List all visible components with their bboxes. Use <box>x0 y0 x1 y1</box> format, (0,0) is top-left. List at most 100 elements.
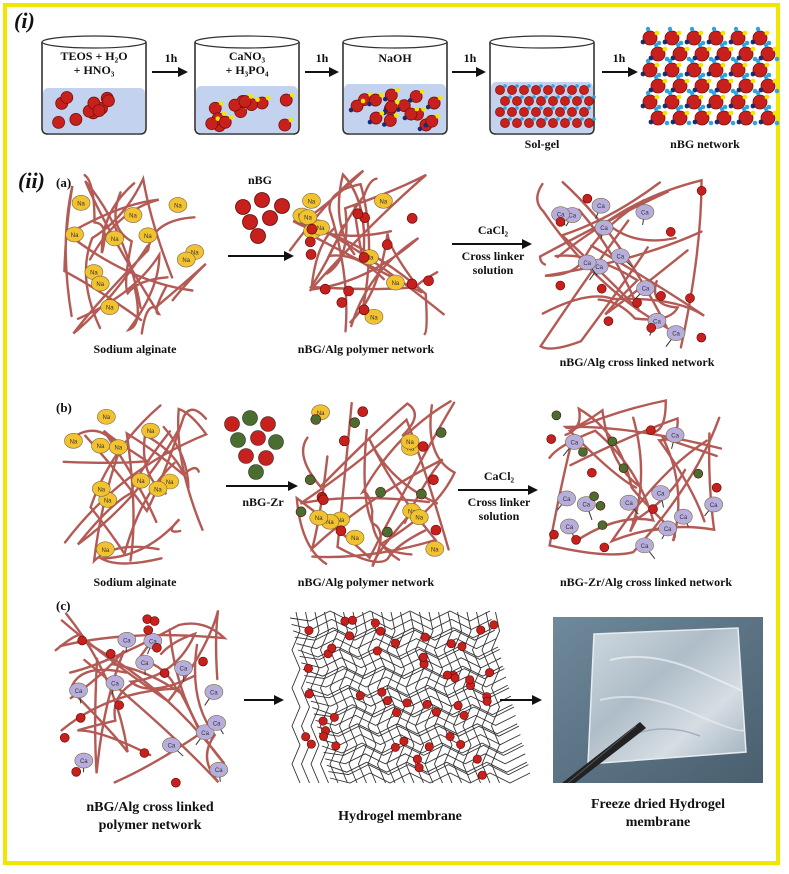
arrow-label-nbg: nBG <box>247 173 272 187</box>
svg-text:Na: Na <box>182 258 190 264</box>
svg-text:Na: Na <box>129 214 137 220</box>
svg-text:Ca: Ca <box>600 226 608 232</box>
beaker-2-reagents-line2: + H₃PO₄ <box>225 63 269 77</box>
label-nbg-alg-polymer-a: nBG/Alg polymer network <box>297 342 435 356</box>
svg-text:Ca: Ca <box>213 721 221 727</box>
svg-text:Na: Na <box>97 487 105 493</box>
step-time-2: 1h <box>315 51 329 65</box>
svg-text:Na: Na <box>102 548 110 554</box>
svg-text:Ca: Ca <box>617 255 625 261</box>
svg-text:Ca: Ca <box>75 689 83 695</box>
freeze-dried-membrane-photo <box>553 617 763 784</box>
svg-text:Na: Na <box>380 199 388 205</box>
beaker-4 <box>489 35 596 135</box>
step-time-1: 1h <box>164 51 178 65</box>
arrow-label-nbg-zr: nBG-Zr <box>242 495 284 509</box>
svg-text:Ca: Ca <box>641 544 649 550</box>
panel-label-a: (a) <box>56 175 72 190</box>
svg-text:Ca: Ca <box>563 497 571 503</box>
svg-text:Ca: Ca <box>111 681 119 687</box>
svg-text:Na: Na <box>115 446 123 452</box>
nbg-zr-particle-cluster <box>224 410 284 480</box>
svg-text:Na: Na <box>137 479 145 485</box>
svg-text:Ca: Ca <box>571 440 579 446</box>
beaker-1-reagents-line2: + HNO₃ <box>73 63 115 77</box>
figure-border <box>3 3 780 865</box>
svg-text:Ca: Ca <box>583 261 591 267</box>
svg-text:Na: Na <box>317 411 325 417</box>
nbg-network-graphic <box>640 26 780 126</box>
hydrogel-membrane-graphic <box>289 610 531 784</box>
sol-gel-label: Sol-gel <box>524 137 560 151</box>
svg-text:Na: Na <box>415 516 423 522</box>
svg-text:Na: Na <box>71 233 79 239</box>
panel-label-b: (b) <box>56 400 72 415</box>
svg-text:Ca: Ca <box>597 204 605 210</box>
svg-text:Ca: Ca <box>149 639 157 645</box>
svg-text:Ca: Ca <box>653 319 661 325</box>
svg-text:Na: Na <box>166 480 174 486</box>
svg-text:Na: Na <box>191 251 199 257</box>
svg-text:Ca: Ca <box>641 210 649 216</box>
svg-text:Na: Na <box>174 203 182 209</box>
arrow-label-cacl2-b: CaCl₂ <box>483 469 515 483</box>
arrow-label-crosslinker-b: Cross linker <box>467 495 531 509</box>
panel-label-c: (c) <box>56 598 71 613</box>
svg-text:Na: Na <box>315 516 323 522</box>
svg-text:Ca: Ca <box>680 515 688 521</box>
label-sodium-alginate-a: Sodium alginate <box>93 342 177 356</box>
nbg-particle-cluster <box>235 192 290 244</box>
svg-text:Na: Na <box>337 518 345 524</box>
svg-text:Na: Na <box>326 520 334 526</box>
beaker-3-reagent: NaOH <box>378 51 412 65</box>
svg-text:Ca: Ca <box>582 503 590 509</box>
svg-text:Ca: Ca <box>180 667 188 673</box>
svg-text:Ca: Ca <box>80 759 88 765</box>
svg-text:Ca: Ca <box>215 768 223 774</box>
svg-text:Na: Na <box>406 440 414 446</box>
svg-text:Na: Na <box>370 315 378 321</box>
svg-text:Ca: Ca <box>672 332 680 338</box>
beaker-2 <box>194 35 300 135</box>
svg-text:Ca: Ca <box>557 213 565 219</box>
svg-text:Na: Na <box>70 439 78 445</box>
svg-text:Na: Na <box>77 201 85 207</box>
svg-text:Na: Na <box>103 415 111 421</box>
svg-text:Ca: Ca <box>566 525 574 531</box>
svg-text:Na: Na <box>97 444 105 450</box>
step-time-3: 1h <box>463 51 477 65</box>
svg-text:Ca: Ca <box>625 501 633 507</box>
label-nbg-alg-crosslinked-a: nBG/Alg cross linked network <box>559 355 715 369</box>
arrow-label-crosslinker-a: Cross linker <box>461 249 525 263</box>
label-hydrogel-membrane: Hydrogel membrane <box>338 809 462 824</box>
svg-text:Ca: Ca <box>201 731 209 737</box>
svg-text:Ca: Ca <box>210 690 218 696</box>
label-crosslinked-c-line2: polymer network <box>98 818 202 833</box>
svg-text:Na: Na <box>111 237 119 243</box>
svg-text:Na: Na <box>304 216 312 222</box>
svg-text:Ca: Ca <box>123 638 131 644</box>
svg-text:Na: Na <box>392 281 400 287</box>
label-freeze-dried-line1: Freeze dried Hydrogel <box>591 797 725 812</box>
svg-text:Na: Na <box>144 234 152 240</box>
arrow-label-cacl2-a: CaCl₂ <box>477 223 509 237</box>
arrow-label-solution-b: solution <box>478 509 520 523</box>
label-crosslinked-c-line1: nBG/Alg cross linked <box>86 800 214 815</box>
svg-text:Ca: Ca <box>710 503 718 509</box>
svg-text:Na: Na <box>106 306 114 312</box>
svg-text:Na: Na <box>96 282 104 288</box>
svg-text:Na: Na <box>154 487 162 493</box>
svg-text:Ca: Ca <box>664 527 672 533</box>
label-nbg-alg-polymer-b: nBG/Alg polymer network <box>297 575 435 589</box>
svg-text:Na: Na <box>308 199 316 205</box>
svg-text:Na: Na <box>351 536 359 542</box>
section-label-ii: (ii) <box>18 168 45 193</box>
section-label-i: (i) <box>14 8 35 33</box>
svg-text:Ca: Ca <box>642 287 650 293</box>
svg-text:Na: Na <box>104 498 112 504</box>
